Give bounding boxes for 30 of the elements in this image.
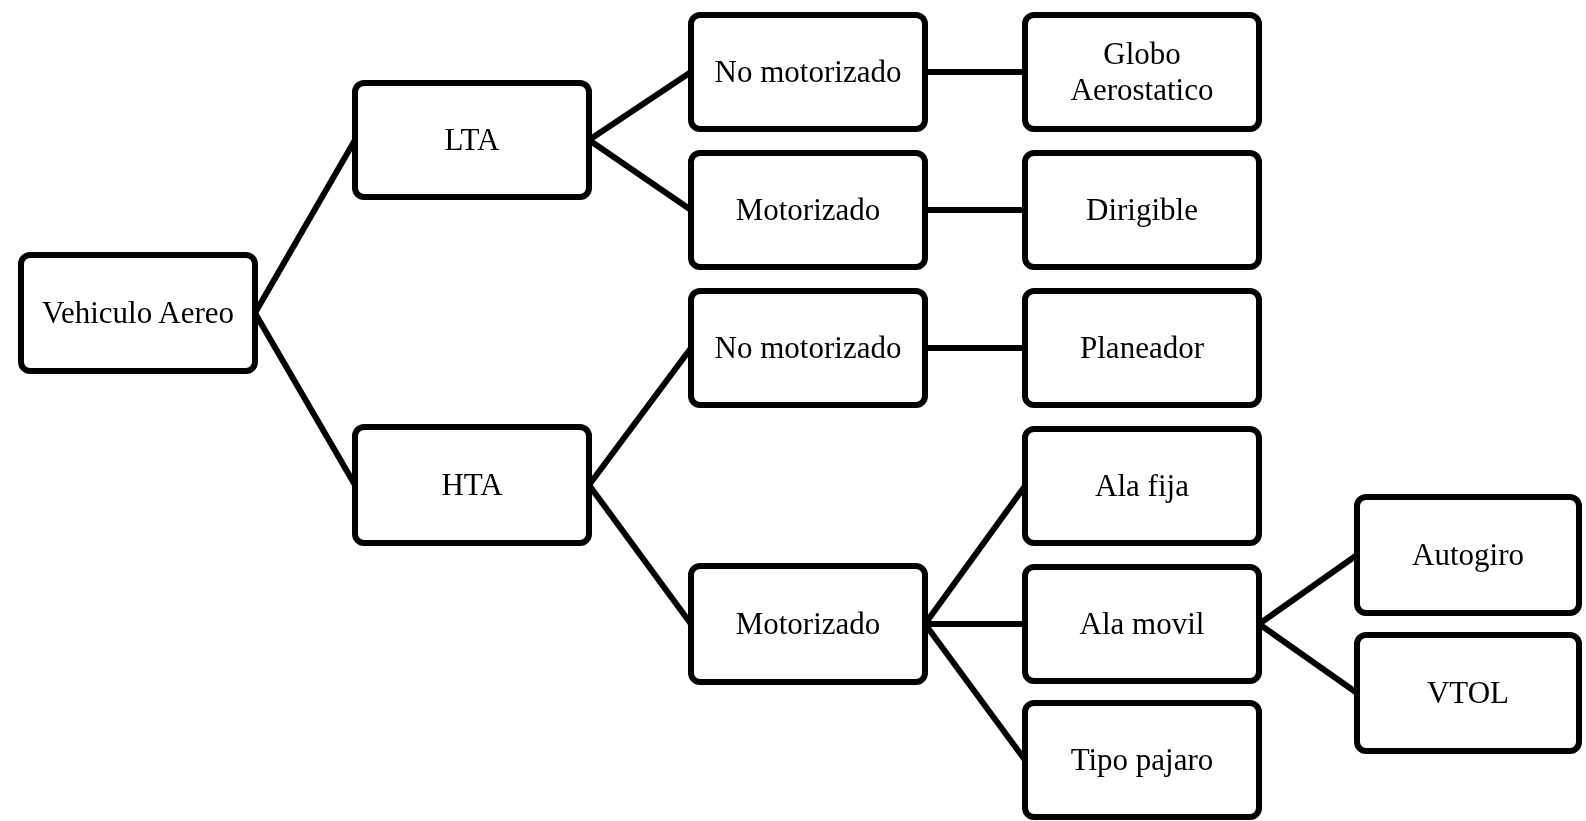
category-box: [688, 288, 928, 408]
node-label: Globo Aerostatico: [1069, 36, 1215, 108]
node-label: Planeador: [1079, 330, 1205, 366]
category-box: [1022, 700, 1262, 820]
category-box: [352, 80, 592, 200]
category-box: [1022, 564, 1262, 684]
node-label: Motorizado: [734, 192, 882, 228]
category-box: [688, 563, 928, 685]
category-box: [1354, 494, 1582, 616]
category-box: [1022, 150, 1262, 270]
node-label: Ala fija: [1094, 468, 1190, 504]
node-label: LTA: [443, 122, 501, 158]
category-box: [1022, 12, 1262, 132]
category-box: [1354, 632, 1582, 754]
node-label: Motorizado: [734, 606, 882, 642]
category-box: [688, 150, 928, 270]
category-box: [688, 12, 928, 132]
node-label: Vehiculo Aereo: [41, 295, 235, 331]
node-label: VTOL: [1425, 675, 1511, 711]
node-label: No motorizado: [713, 54, 903, 90]
category-box: [18, 252, 258, 374]
category-box: [1022, 426, 1262, 546]
category-box: [1022, 288, 1262, 408]
node-label: Tipo pajaro: [1069, 742, 1215, 778]
node-label: Dirigible: [1085, 192, 1199, 228]
category-box: [352, 424, 592, 546]
node-label: HTA: [440, 467, 504, 503]
node-label: Autogiro: [1411, 537, 1525, 573]
node-label: Ala movil: [1078, 606, 1206, 642]
node-label: No motorizado: [713, 330, 903, 366]
